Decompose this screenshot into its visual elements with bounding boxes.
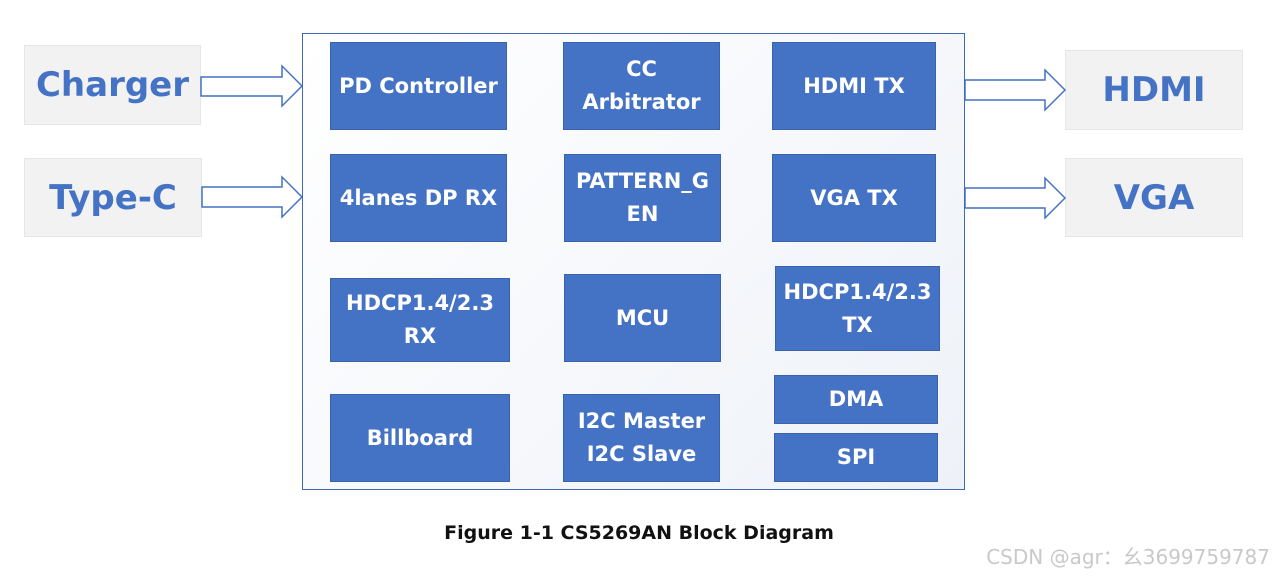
dp-rx-block: 4lanes DP RX	[330, 154, 507, 242]
spi-label: SPI	[836, 445, 876, 469]
dma-block: DMA	[774, 375, 938, 424]
pattern-gen-label: PATTERN_G EN	[575, 169, 710, 226]
cc-arbitrator-block: CC Arbitrator	[563, 42, 720, 130]
cc-arbitrator-label: CC Arbitrator	[582, 57, 701, 114]
type-c-label: Type-C	[49, 177, 177, 218]
mcu-block: MCU	[564, 274, 721, 362]
hdcp-rx-label: HDCP1.4/2.3 RX	[346, 291, 494, 348]
pd-controller-block: PD Controller	[330, 42, 507, 130]
hdcp-rx-block: HDCP1.4/2.3 RX	[330, 278, 510, 362]
vga-box: VGA	[1065, 158, 1243, 237]
pd-controller-label: PD Controller	[339, 73, 498, 98]
billboard-block: Billboard	[330, 394, 510, 482]
vga-label: VGA	[1113, 177, 1195, 218]
hdmi-tx-label: HDMI TX	[803, 73, 905, 98]
i2c-block: I2C Master I2C Slave	[563, 394, 720, 482]
charger-label: Charger	[35, 65, 190, 105]
charger-box: Charger	[24, 45, 201, 125]
spi-block: SPI	[774, 433, 938, 482]
figure-caption: Figure 1-1 CS5269AN Block Diagram	[444, 522, 834, 544]
watermark: CSDN @agr：幺3699759787	[986, 545, 1270, 569]
dp-rx-label: 4lanes DP RX	[339, 185, 498, 210]
billboard-label: Billboard	[366, 425, 474, 450]
hdmi-tx-block: HDMI TX	[772, 42, 936, 130]
dma-label: DMA	[828, 387, 884, 411]
i2c-label: I2C Master I2C Slave	[577, 409, 706, 466]
mcu-label: MCU	[615, 305, 670, 330]
pattern-gen-block: PATTERN_G EN	[564, 154, 721, 242]
hdmi-label: HDMI	[1102, 70, 1206, 110]
hdcp-tx-label: HDCP1.4/2.3 TX	[783, 279, 932, 337]
type-c-box: Type-C	[24, 158, 202, 237]
hdmi-box: HDMI	[1065, 50, 1243, 130]
hdcp-tx-block: HDCP1.4/2.3 TX	[775, 266, 940, 351]
vga-tx-block: VGA TX	[772, 154, 936, 242]
vga-tx-label: VGA TX	[810, 185, 898, 210]
